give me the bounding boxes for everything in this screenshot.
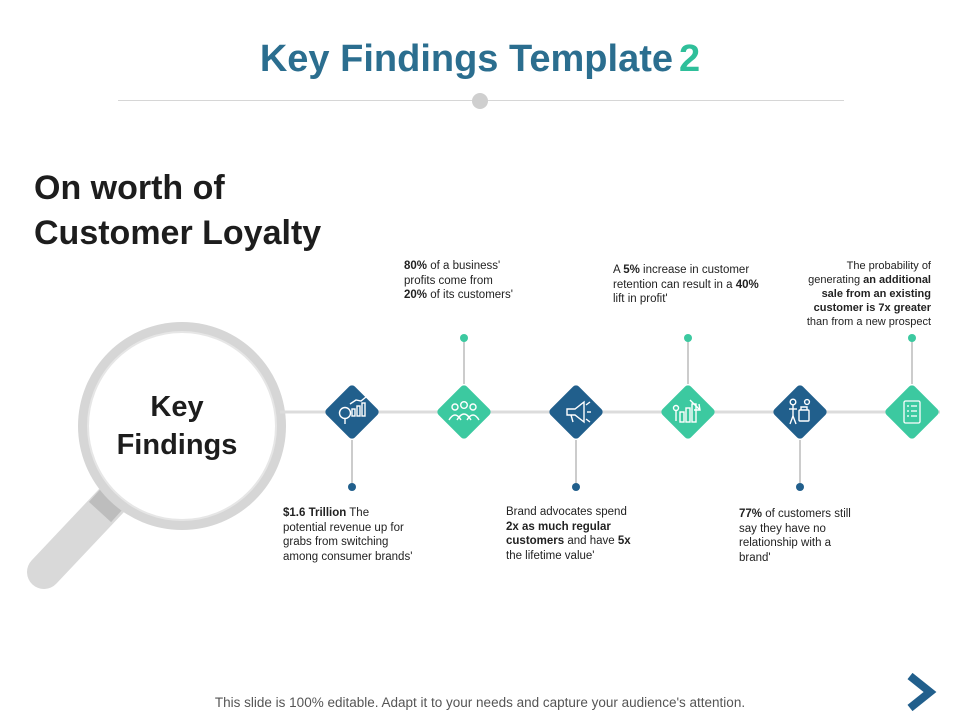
note-2-text: of a business' (427, 260, 501, 272)
finding-note-4: A 5% increase in customer retention can … (613, 263, 783, 307)
note-5-line-4: brand' (739, 551, 771, 564)
note-6-highlight-3: customer is 7x greater (813, 302, 931, 314)
step-diamond-4 (661, 385, 715, 439)
note-5-highlight: 77% (739, 508, 763, 520)
note-3-highlight-3: 5x (617, 535, 631, 547)
note-3-highlight: 2x as much regular (506, 520, 611, 533)
note-1-line-4: among consumer brands' (283, 550, 413, 563)
connector-dot-5 (796, 483, 804, 491)
connector-dot-1 (348, 483, 356, 491)
section-heading: On worth of Customer Loyalty (34, 166, 394, 256)
finding-note-2: 80% of a business' profits come from 20%… (404, 259, 554, 303)
note-3-line-1: Brand advocates spend (506, 506, 627, 518)
note-4-line-2: retention can result in a (613, 278, 736, 291)
note-5-line-2: say they have no (739, 522, 826, 535)
note-2-line-2: profits come from (404, 274, 493, 287)
note-4-text: A (613, 264, 624, 276)
note-3-text: and have (564, 535, 618, 547)
growth-chart-people-icon (672, 399, 701, 423)
note-4-highlight: 5% (623, 264, 640, 276)
customer-shopping-icon (789, 398, 811, 425)
note-1-text: The (346, 507, 370, 519)
step-diamond-1 (325, 385, 379, 439)
title-text: Key Findings Template (259, 38, 673, 80)
connector-dot-4 (684, 334, 692, 342)
finding-note-6: The probability of generating an additio… (780, 259, 931, 329)
note-1-highlight: $1.6 Trillion (283, 507, 347, 519)
note-2-highlight: 80% (404, 260, 428, 272)
money-bag-chart-icon (338, 396, 367, 424)
note-1-line-2: potential revenue up for (283, 521, 404, 534)
group-people-icon (448, 401, 480, 421)
finding-note-5: 77% of customers still say they have no … (739, 507, 889, 565)
note-3-line-4: the lifetime value' (506, 549, 595, 562)
magnifier-label-line-1: Key (150, 391, 204, 423)
heading-line-2: Customer Loyalty (34, 214, 322, 252)
note-6-line-5: than from a new prospect (806, 316, 931, 328)
magnifier-icon (27, 322, 286, 589)
note-5-line-3: relationship with a (739, 537, 832, 549)
step-diamond-6 (885, 385, 939, 439)
note-1-line-3: grabs from switching (283, 536, 389, 548)
connector-dot-3 (572, 483, 580, 491)
title-number: 2 (679, 38, 701, 80)
note-6-text: generating (808, 274, 864, 286)
megaphone-icon (566, 400, 591, 424)
note-2-highlight-2: 20% (404, 289, 428, 301)
title-divider-dot (472, 93, 488, 109)
heading-line-1: On worth of (34, 169, 225, 207)
connector-dot-6 (908, 334, 916, 342)
note-4-highlight-2: 40% (735, 278, 759, 291)
checklist-document-icon (903, 400, 921, 424)
note-6-highlight: an additional (863, 274, 931, 286)
footer-caption: This slide is 100% editable. Adapt it to… (214, 695, 746, 710)
magnifier-label: Key Findings (72, 388, 282, 464)
note-4-line-3: lift in profit' (613, 293, 668, 305)
finding-note-3: Brand advocates spend 2x as much regular… (506, 505, 676, 563)
note-5-text: of customers still (762, 508, 851, 520)
connector-dot-2 (460, 334, 468, 342)
note-6-highlight-2: sale from an existing (821, 288, 931, 300)
next-slide-button[interactable] (900, 670, 946, 714)
magnifier-label-line-2: Findings (116, 429, 238, 461)
finding-note-1: $1.6 Trillion The potential revenue up f… (283, 506, 443, 564)
step-diamond-2 (437, 385, 491, 439)
note-3-highlight-2: customers (506, 535, 565, 547)
step-diamond-5 (773, 385, 827, 439)
step-diamond-3 (549, 385, 603, 439)
note-6-line-1: The probability of (846, 260, 931, 272)
note-2-line-3: of its customers' (427, 289, 513, 301)
chevron-right-icon (907, 672, 937, 712)
note-4-text-2: increase in customer (639, 264, 750, 276)
